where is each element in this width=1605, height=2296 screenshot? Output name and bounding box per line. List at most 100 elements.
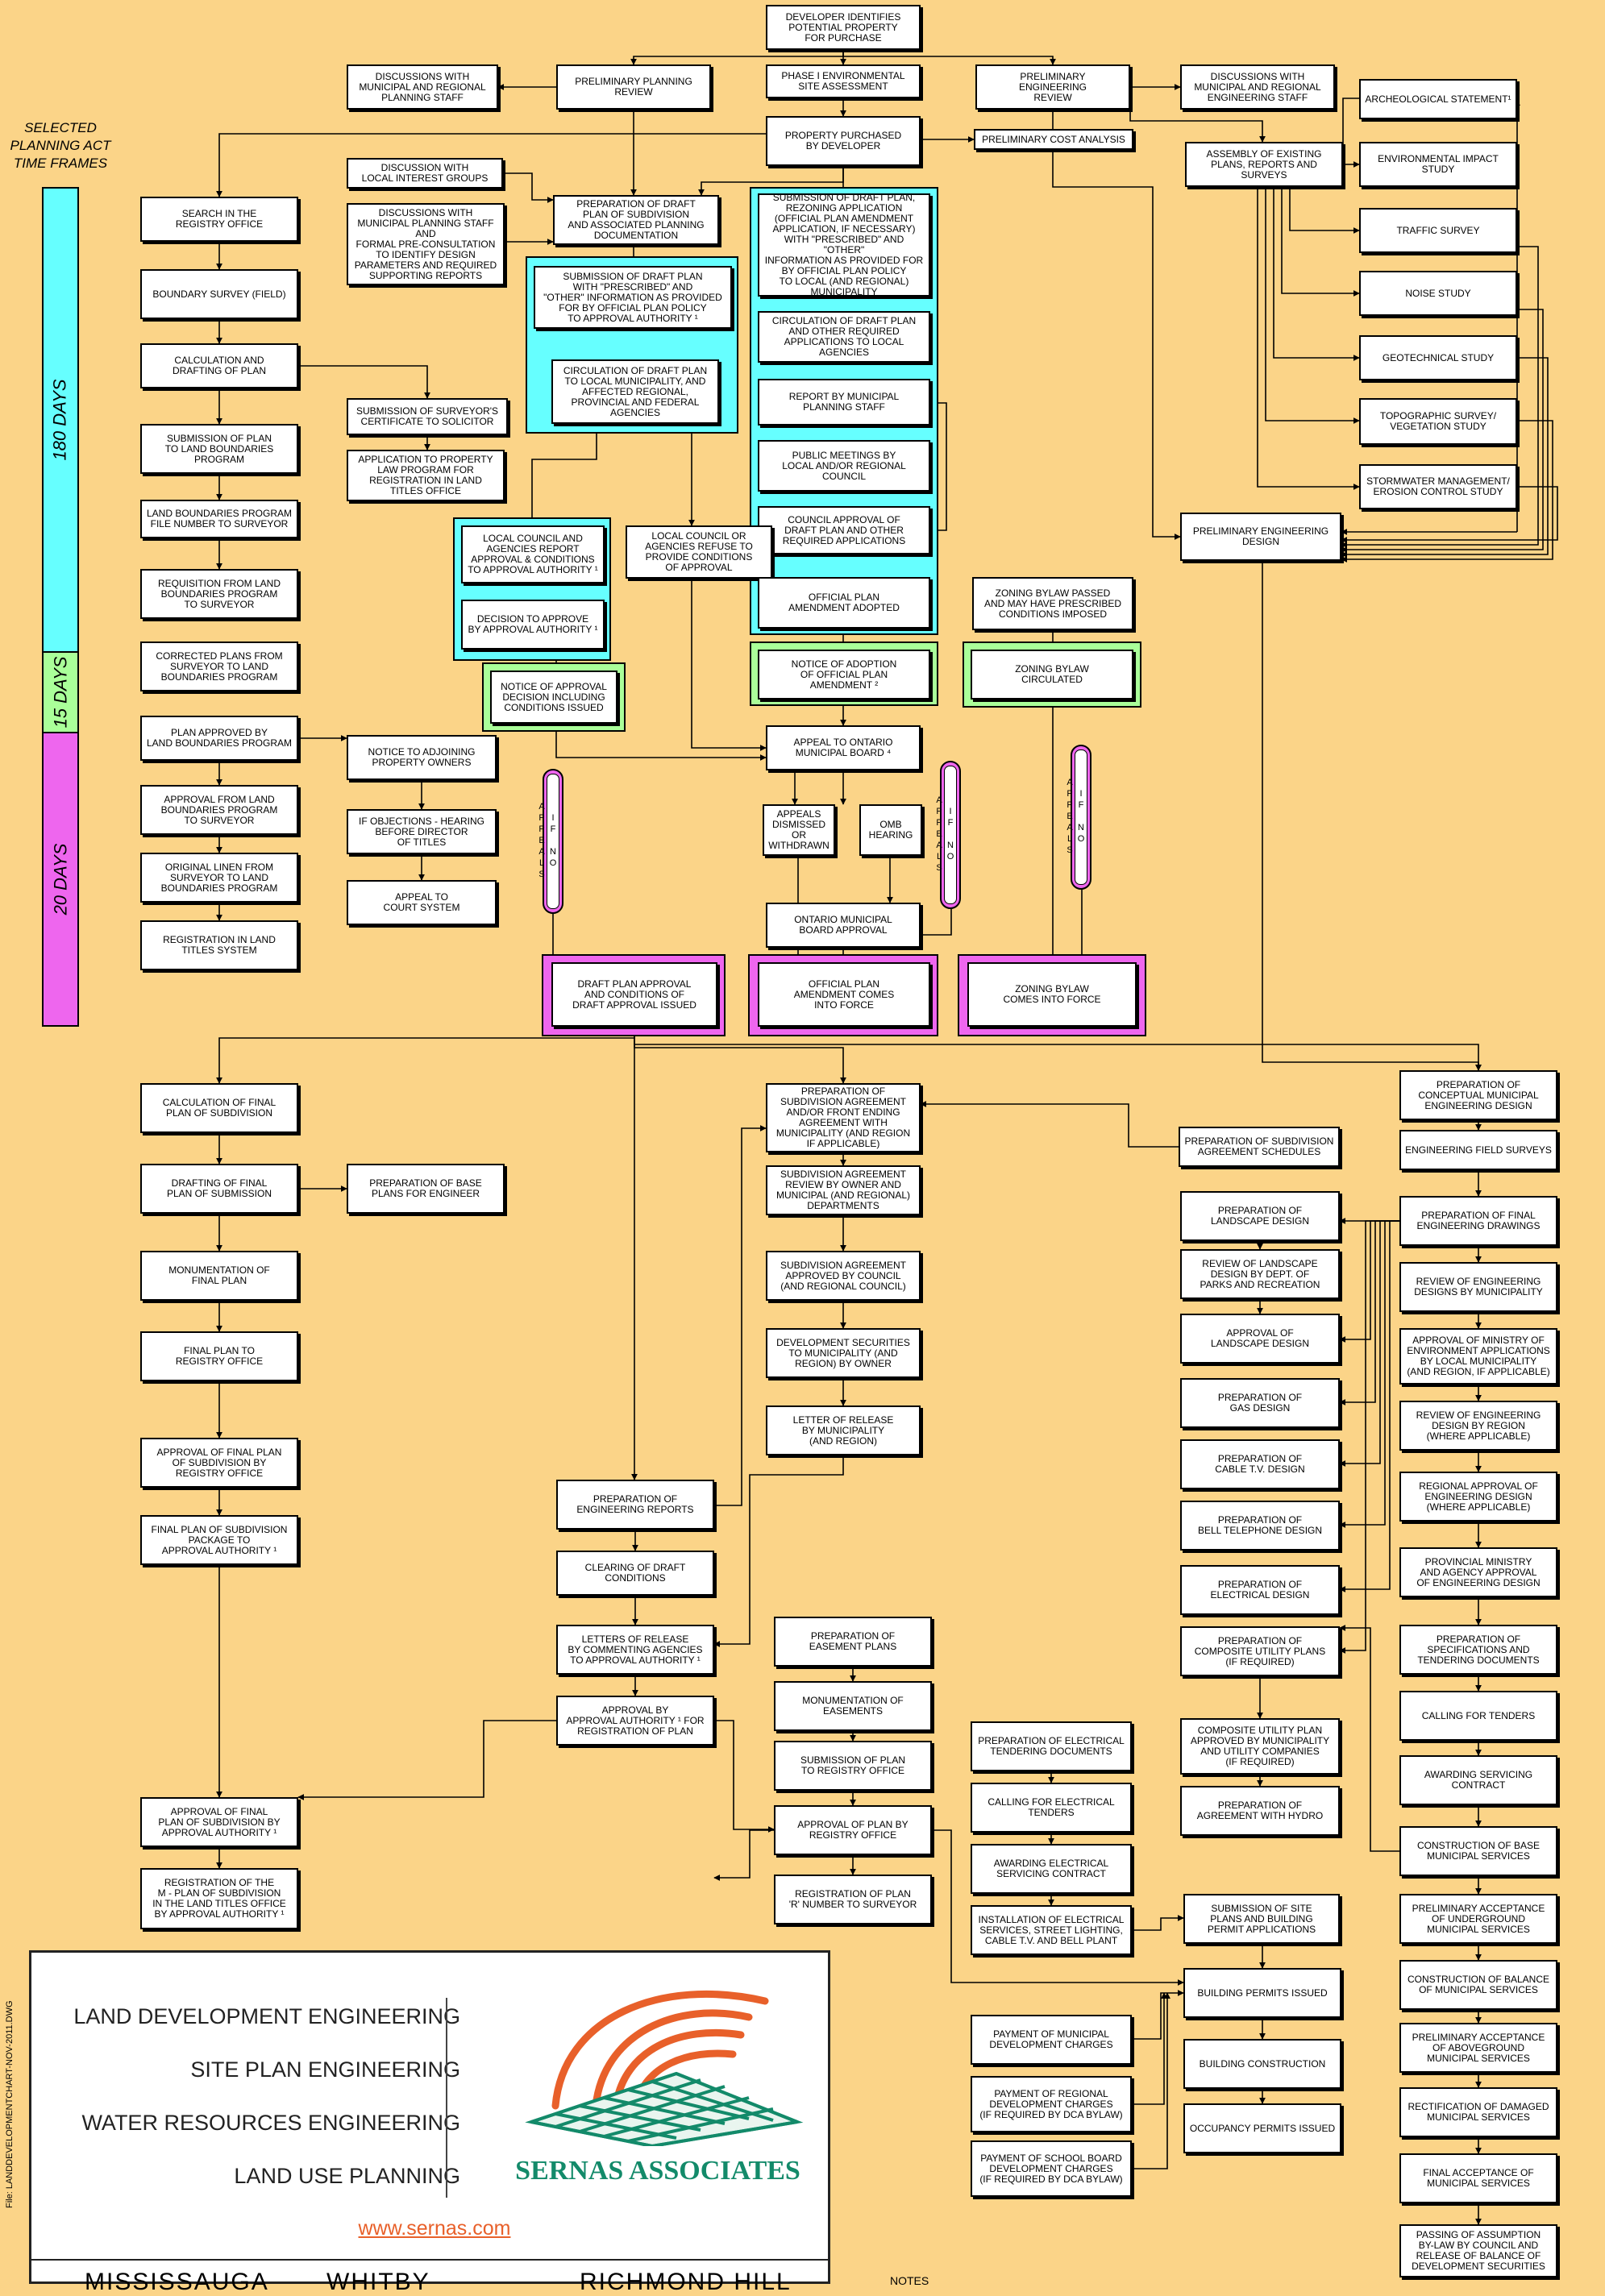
process-step: CALCULATION AND DRAFTING OF PLAN bbox=[140, 343, 298, 388]
if-no-appeals-marker-3: IF NO APPEALS bbox=[1065, 745, 1091, 890]
process-step: DECISION TO APPROVE BY APPROVAL AUTHORIT… bbox=[461, 600, 605, 650]
process-step: APPEAL TO ONTARIO MUNICIPAL BOARD ⁴ bbox=[766, 725, 921, 770]
process-step: REGISTRATION IN LAND TITLES SYSTEM bbox=[140, 920, 298, 970]
process-step: BUILDING CONSTRUCTION bbox=[1183, 2039, 1341, 2089]
connector-arrow bbox=[1132, 1992, 1170, 2169]
process-step: PREPARATION OF SUBDIVISION AGREEMENT AND… bbox=[766, 1083, 921, 1152]
timeline-180-label: 180 DAYS bbox=[50, 379, 71, 461]
company-name: SERNAS ASSOCIATES bbox=[515, 2156, 800, 2186]
process-step: FINAL PLAN OF SUBDIVISION PACKAGE TO APP… bbox=[140, 1515, 298, 1565]
process-step: DISCUSSION WITH LOCAL INTEREST GROUPS bbox=[347, 158, 503, 189]
connector-arrow bbox=[920, 1101, 1179, 1148]
process-step: PREPARATION OF ELECTRICAL DESIGN bbox=[1180, 1565, 1340, 1615]
process-step: PRELIMINARY ENGINEERING REVIEW bbox=[975, 64, 1130, 110]
connector-arrow bbox=[555, 724, 767, 761]
office-whitby: WHITBY bbox=[326, 2269, 430, 2295]
legend-bottom-rule bbox=[31, 2259, 828, 2261]
process-step: PREPARATION OF AGREEMENT WITH HYDRO bbox=[1180, 1786, 1340, 1836]
process-step: CORRECTED PLANS FROM SURVEYOR TO LAND BO… bbox=[140, 641, 298, 691]
process-step: DEVELOPMENT SECURITIES TO MUNICIPALITY (… bbox=[766, 1328, 921, 1378]
process-step: ENGINEERING FIELD SURVEYS bbox=[1399, 1130, 1557, 1170]
process-step: PREPARATION OF CABLE T.V. DESIGN bbox=[1180, 1439, 1340, 1489]
connector-arrow bbox=[1132, 1990, 1184, 2040]
process-step: LETTER OF RELEASE BY MUNICIPALITY (AND R… bbox=[766, 1405, 921, 1455]
process-step: PREPARATION OF DRAFT PLAN OF SUBDIVISION… bbox=[553, 195, 719, 245]
process-step: PREPARATION OF GAS DESIGN bbox=[1180, 1378, 1340, 1428]
process-step: ASSEMBLY OF EXISTING PLANS, REPORTS AND … bbox=[1185, 142, 1343, 187]
process-step: ZONING BYLAW COMES INTO FORCE bbox=[967, 962, 1137, 1027]
process-step: TOPOGRAPHIC SURVEY/ VEGETATION STUDY bbox=[1359, 398, 1517, 445]
service-land-use: LAND USE PLANNING bbox=[234, 2164, 460, 2188]
connector-arrow bbox=[1262, 561, 1482, 1071]
process-step: APPROVAL OF PLAN BY REGISTRY OFFICE bbox=[774, 1805, 932, 1855]
process-step: LETTERS OF RELEASE BY COMMENTING AGENCIE… bbox=[556, 1625, 714, 1675]
process-step: APPROVAL OF FINAL PLAN OF SUBDIVISION BY… bbox=[140, 1438, 298, 1488]
process-step: PHASE I ENVIRONMENTAL SITE ASSESSMENT bbox=[766, 64, 921, 98]
process-step: LAND BOUNDARIES PROGRAM FILE NUMBER TO S… bbox=[140, 500, 298, 538]
process-step: PROVINCIAL MINISTRY AND AGENCY APPROVAL … bbox=[1399, 1547, 1557, 1597]
process-step: SEARCH IN THE REGISTRY OFFICE bbox=[140, 197, 298, 242]
connector-arrow bbox=[713, 1455, 844, 1647]
connector-arrow bbox=[713, 1829, 774, 1881]
timeline-180-days: 180 DAYS bbox=[42, 187, 79, 653]
process-step: NOISE STUDY bbox=[1359, 271, 1517, 316]
process-step: NOTICE OF ADOPTION OF OFFICIAL PLAN AMEN… bbox=[758, 650, 930, 700]
process-step: PREPARATION OF SPECIFICATIONS AND TENDER… bbox=[1399, 1625, 1557, 1675]
connector-arrow bbox=[297, 1720, 556, 1800]
if-no-appeals-text-2: IF NO APPEALS bbox=[934, 766, 957, 904]
connector-arrow bbox=[714, 1720, 775, 1833]
service-water-resources: WATER RESOURCES ENGINEERING bbox=[81, 2111, 460, 2135]
process-step: REQUISITION FROM LAND BOUNDARIES PROGRAM… bbox=[140, 569, 298, 619]
if-no-appeals-marker-2: IF NO APPEALS bbox=[934, 761, 961, 909]
process-step: PAYMENT OF MUNICIPAL DEVELOPMENT CHARGES bbox=[971, 2015, 1132, 2065]
process-step: OCCUPANCY PERMITS ISSUED bbox=[1183, 2103, 1341, 2153]
process-step: PREPARATION OF LANDSCAPE DESIGN bbox=[1180, 1191, 1340, 1241]
process-step: PRELIMINARY ENGINEERING DESIGN bbox=[1180, 513, 1341, 561]
process-step: REVIEW OF ENGINEERING DESIGNS BY MUNICIP… bbox=[1399, 1262, 1557, 1312]
process-step: ZONING BYLAW CIRCULATED bbox=[971, 650, 1133, 700]
process-step: REVIEW OF LANDSCAPE DESIGN BY DEPT. OF P… bbox=[1180, 1249, 1340, 1299]
process-step: APPEAL TO COURT SYSTEM bbox=[347, 880, 497, 925]
process-step: REPORT BY MUNICIPAL PLANNING STAFF bbox=[758, 379, 930, 426]
process-step: AWARDING ELECTRICAL SERVICING CONTRACT bbox=[971, 1844, 1132, 1894]
process-step: PAYMENT OF SCHOOL BOARD DEVELOPMENT CHAR… bbox=[971, 2140, 1132, 2197]
connector-arrow bbox=[1341, 246, 1539, 548]
process-step: COUNCIL APPROVAL OF DRAFT PLAN AND OTHER… bbox=[758, 506, 930, 554]
connector-arrow bbox=[714, 1125, 767, 1506]
service-land-development: LAND DEVELOPMENT ENGINEERING bbox=[73, 2004, 460, 2028]
process-step: AWARDING SERVICING CONTRACT bbox=[1399, 1755, 1557, 1805]
process-step: DISCUSSIONS WITH MUNICIPAL PLANNING STAF… bbox=[347, 203, 505, 285]
process-step: CLEARING OF DRAFT CONDITIONS bbox=[556, 1551, 714, 1596]
process-step: ONTARIO MUNICIPAL BOARD APPROVAL bbox=[766, 903, 921, 948]
connector-arrow bbox=[1257, 187, 1360, 490]
process-step: COMPOSITE UTILITY PLAN APPROVED BY MUNIC… bbox=[1180, 1718, 1340, 1775]
process-step: APPROVAL FROM LAND BOUNDARIES PROGRAM TO… bbox=[140, 785, 298, 835]
process-step: DISCUSSIONS WITH MUNICIPAL AND REGIONAL … bbox=[1180, 64, 1335, 110]
connector-arrow bbox=[216, 133, 766, 197]
process-step: PREPARATION OF EASEMENT PLANS bbox=[774, 1617, 932, 1667]
process-step: SUBMISSION OF PLAN TO LAND BOUNDARIES PR… bbox=[140, 424, 298, 474]
company-legend: LAND DEVELOPMENT ENGINEERING SITE PLAN E… bbox=[29, 1950, 830, 2295]
process-step: MONUMENTATION OF EASEMENTS bbox=[774, 1681, 932, 1731]
process-step: MONUMENTATION OF FINAL PLAN bbox=[140, 1251, 298, 1301]
timeline-15-label: 15 DAYS bbox=[50, 656, 71, 729]
process-step: SUBMISSION OF DRAFT PLAN, REZONING APPLI… bbox=[758, 193, 930, 297]
process-step: PREPARATION OF ENGINEERING REPORTS bbox=[556, 1480, 714, 1530]
process-step: APPROVAL BY APPROVAL AUTHORITY ¹ FOR REG… bbox=[556, 1696, 714, 1746]
company-website-link[interactable]: www.sernas.com bbox=[358, 2217, 511, 2240]
timeline-20-days: 20 DAYS bbox=[42, 732, 79, 1027]
process-step: INSTALLATION OF ELECTRICAL SERVICES, STR… bbox=[971, 1905, 1132, 1955]
process-step: ORIGINAL LINEN FROM SURVEYOR TO LAND BOU… bbox=[140, 853, 298, 903]
process-step: STORMWATER MANAGEMENT/ EROSION CONTROL S… bbox=[1359, 464, 1517, 509]
process-step: CALLING FOR TENDERS bbox=[1399, 1691, 1557, 1741]
process-step: PUBLIC MEETINGS BY LOCAL AND/OR REGIONAL… bbox=[758, 440, 930, 492]
connector-arrow bbox=[298, 365, 430, 399]
process-step: FINAL ACCEPTANCE OF MUNICIPAL SERVICES bbox=[1399, 2153, 1557, 2203]
process-step: SUBDIVISION AGREEMENT REVIEW BY OWNER AN… bbox=[766, 1165, 921, 1215]
process-step: OFFICIAL PLAN AMENDMENT ADOPTED bbox=[758, 577, 930, 629]
process-step: LOCAL COUNCIL OR AGENCIES REFUSE TO PROV… bbox=[626, 525, 772, 579]
process-step: APPROVAL OF LANDSCAPE DESIGN bbox=[1180, 1314, 1340, 1364]
connector-arrow bbox=[1341, 420, 1553, 563]
connector-arrow bbox=[932, 1829, 1184, 1986]
